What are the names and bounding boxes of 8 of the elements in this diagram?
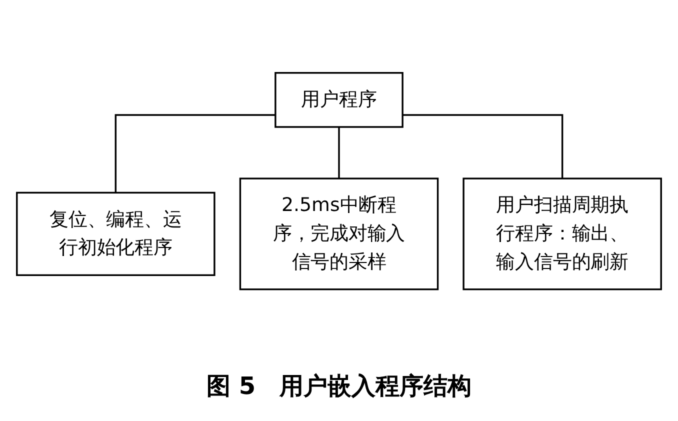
node-box: 用户程序 <box>274 72 404 128</box>
connector <box>402 114 564 178</box>
node-box: 复位、编程、运行初始化程序 <box>16 192 216 276</box>
connector <box>338 126 340 178</box>
node-box: 2.5ms中断程序，完成对输入信号的采样 <box>239 178 439 290</box>
connector <box>114 114 276 193</box>
figure-caption: 图 5 用户嵌入程序结构 <box>206 371 472 402</box>
node-box: 用户扫描周期执行程序：输出、输入信号的刷新 <box>462 178 662 290</box>
